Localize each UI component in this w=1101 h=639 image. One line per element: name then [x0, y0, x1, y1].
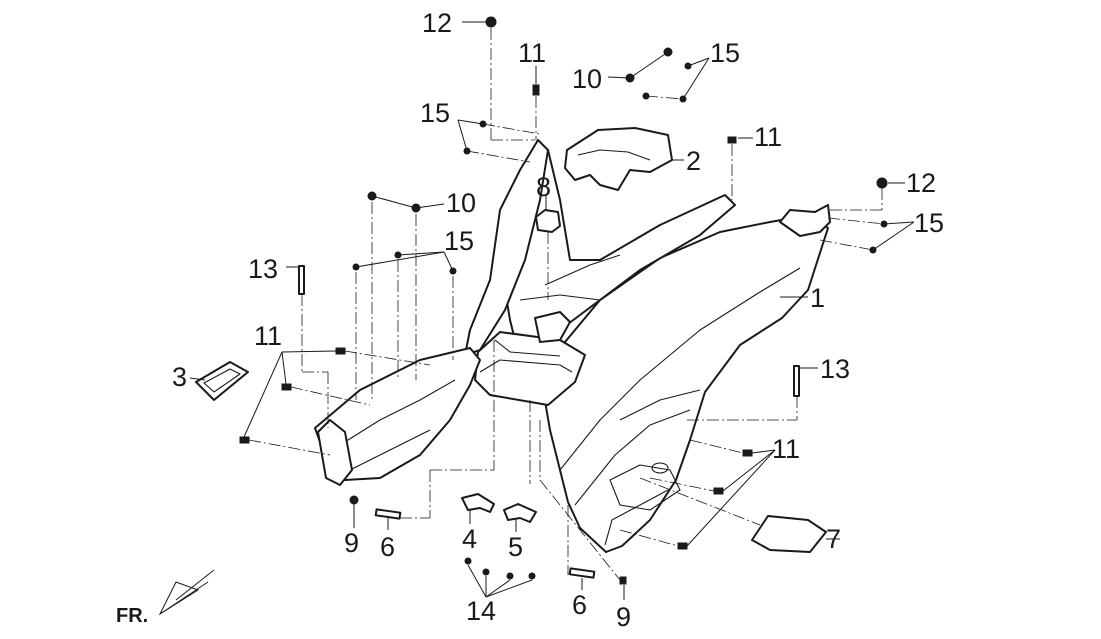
callout-15: 15 [914, 208, 944, 238]
pin-part-13-right [793, 365, 800, 397]
callout-12: 12 [906, 168, 936, 198]
leader-lines [189, 21, 915, 600]
callout-2: 2 [686, 146, 701, 176]
callout-10: 10 [446, 188, 476, 218]
callout-labels: 12 11 10 15 15 2 11 8 12 10 15 15 13 1 1… [116, 8, 944, 632]
callout-3: 3 [172, 362, 187, 392]
rubber-strip-part-6-left [374, 508, 402, 520]
bracket-part-5 [503, 503, 537, 523]
callout-8: 8 [536, 172, 551, 202]
front-cover-part-2 [564, 127, 673, 191]
cover-plate-part-3 [195, 361, 249, 401]
callout-11: 11 [518, 38, 546, 68]
callout-11: 11 [254, 321, 282, 351]
pin-part-13-left [298, 265, 305, 295]
bracket-part-4 [461, 493, 495, 513]
callout-6: 6 [380, 532, 395, 562]
callout-7: 7 [826, 524, 841, 554]
rubber-strip-part-6-right [568, 567, 596, 579]
callout-11: 11 [754, 122, 782, 152]
callout-13: 13 [248, 254, 278, 284]
callout-12: 12 [422, 8, 452, 38]
callout-15: 15 [710, 38, 740, 68]
front-direction-label: FR. [116, 605, 148, 627]
callout-1: 1 [810, 283, 825, 313]
callout-9: 9 [616, 602, 631, 632]
callout-15: 15 [420, 98, 450, 128]
callout-5: 5 [508, 532, 523, 562]
callout-11: 11 [772, 434, 800, 464]
callout-15: 15 [444, 226, 474, 256]
trim-part-8 [535, 209, 561, 233]
cover-plate-part-7 [751, 515, 827, 553]
callout-14: 14 [466, 596, 496, 626]
floor-panel-part-1 [314, 139, 831, 553]
callout-10: 10 [572, 64, 602, 94]
callout-6: 6 [572, 590, 587, 620]
callout-13: 13 [820, 354, 850, 384]
callout-4: 4 [462, 524, 477, 554]
callout-9: 9 [344, 528, 359, 558]
front-direction-arrow [158, 569, 215, 616]
